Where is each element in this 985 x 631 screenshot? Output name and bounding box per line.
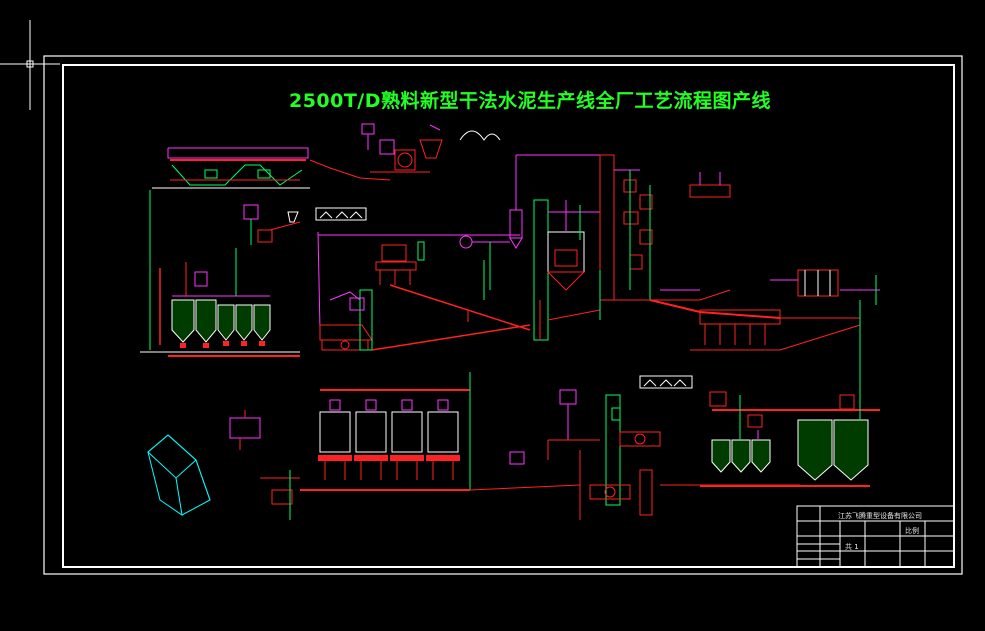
rotary-kiln-and-cooler [649, 172, 880, 400]
roof-symbols [315, 207, 693, 389]
crusher-unit [361, 123, 501, 173]
cement-silos [260, 372, 471, 520]
homogenizing-silo [533, 199, 601, 341]
title-block-company: 江苏飞腾重型设备有限公司 [838, 512, 922, 520]
proportioning-silos [140, 190, 300, 357]
green-conveyors [483, 205, 741, 440]
limestone-storage-hall [152, 147, 391, 189]
title-block-scale: 比例 [905, 527, 919, 535]
title-block [796, 505, 955, 568]
outer-frame [43, 55, 963, 575]
clinker-silos [700, 391, 880, 487]
title-block-sheet: 共 1 [845, 543, 859, 551]
inner-frame [62, 64, 955, 568]
dust-collector-left [229, 410, 261, 450]
raw-material-feeders [235, 204, 301, 296]
cad-crosshair [0, 20, 60, 110]
packing-building [147, 434, 211, 516]
raw-mill-system [317, 154, 600, 351]
preheater-tower [599, 154, 731, 301]
drawing-title: 2500T/D熟料新型干法水泥生产线全厂工艺流程图产线 [288, 90, 772, 112]
